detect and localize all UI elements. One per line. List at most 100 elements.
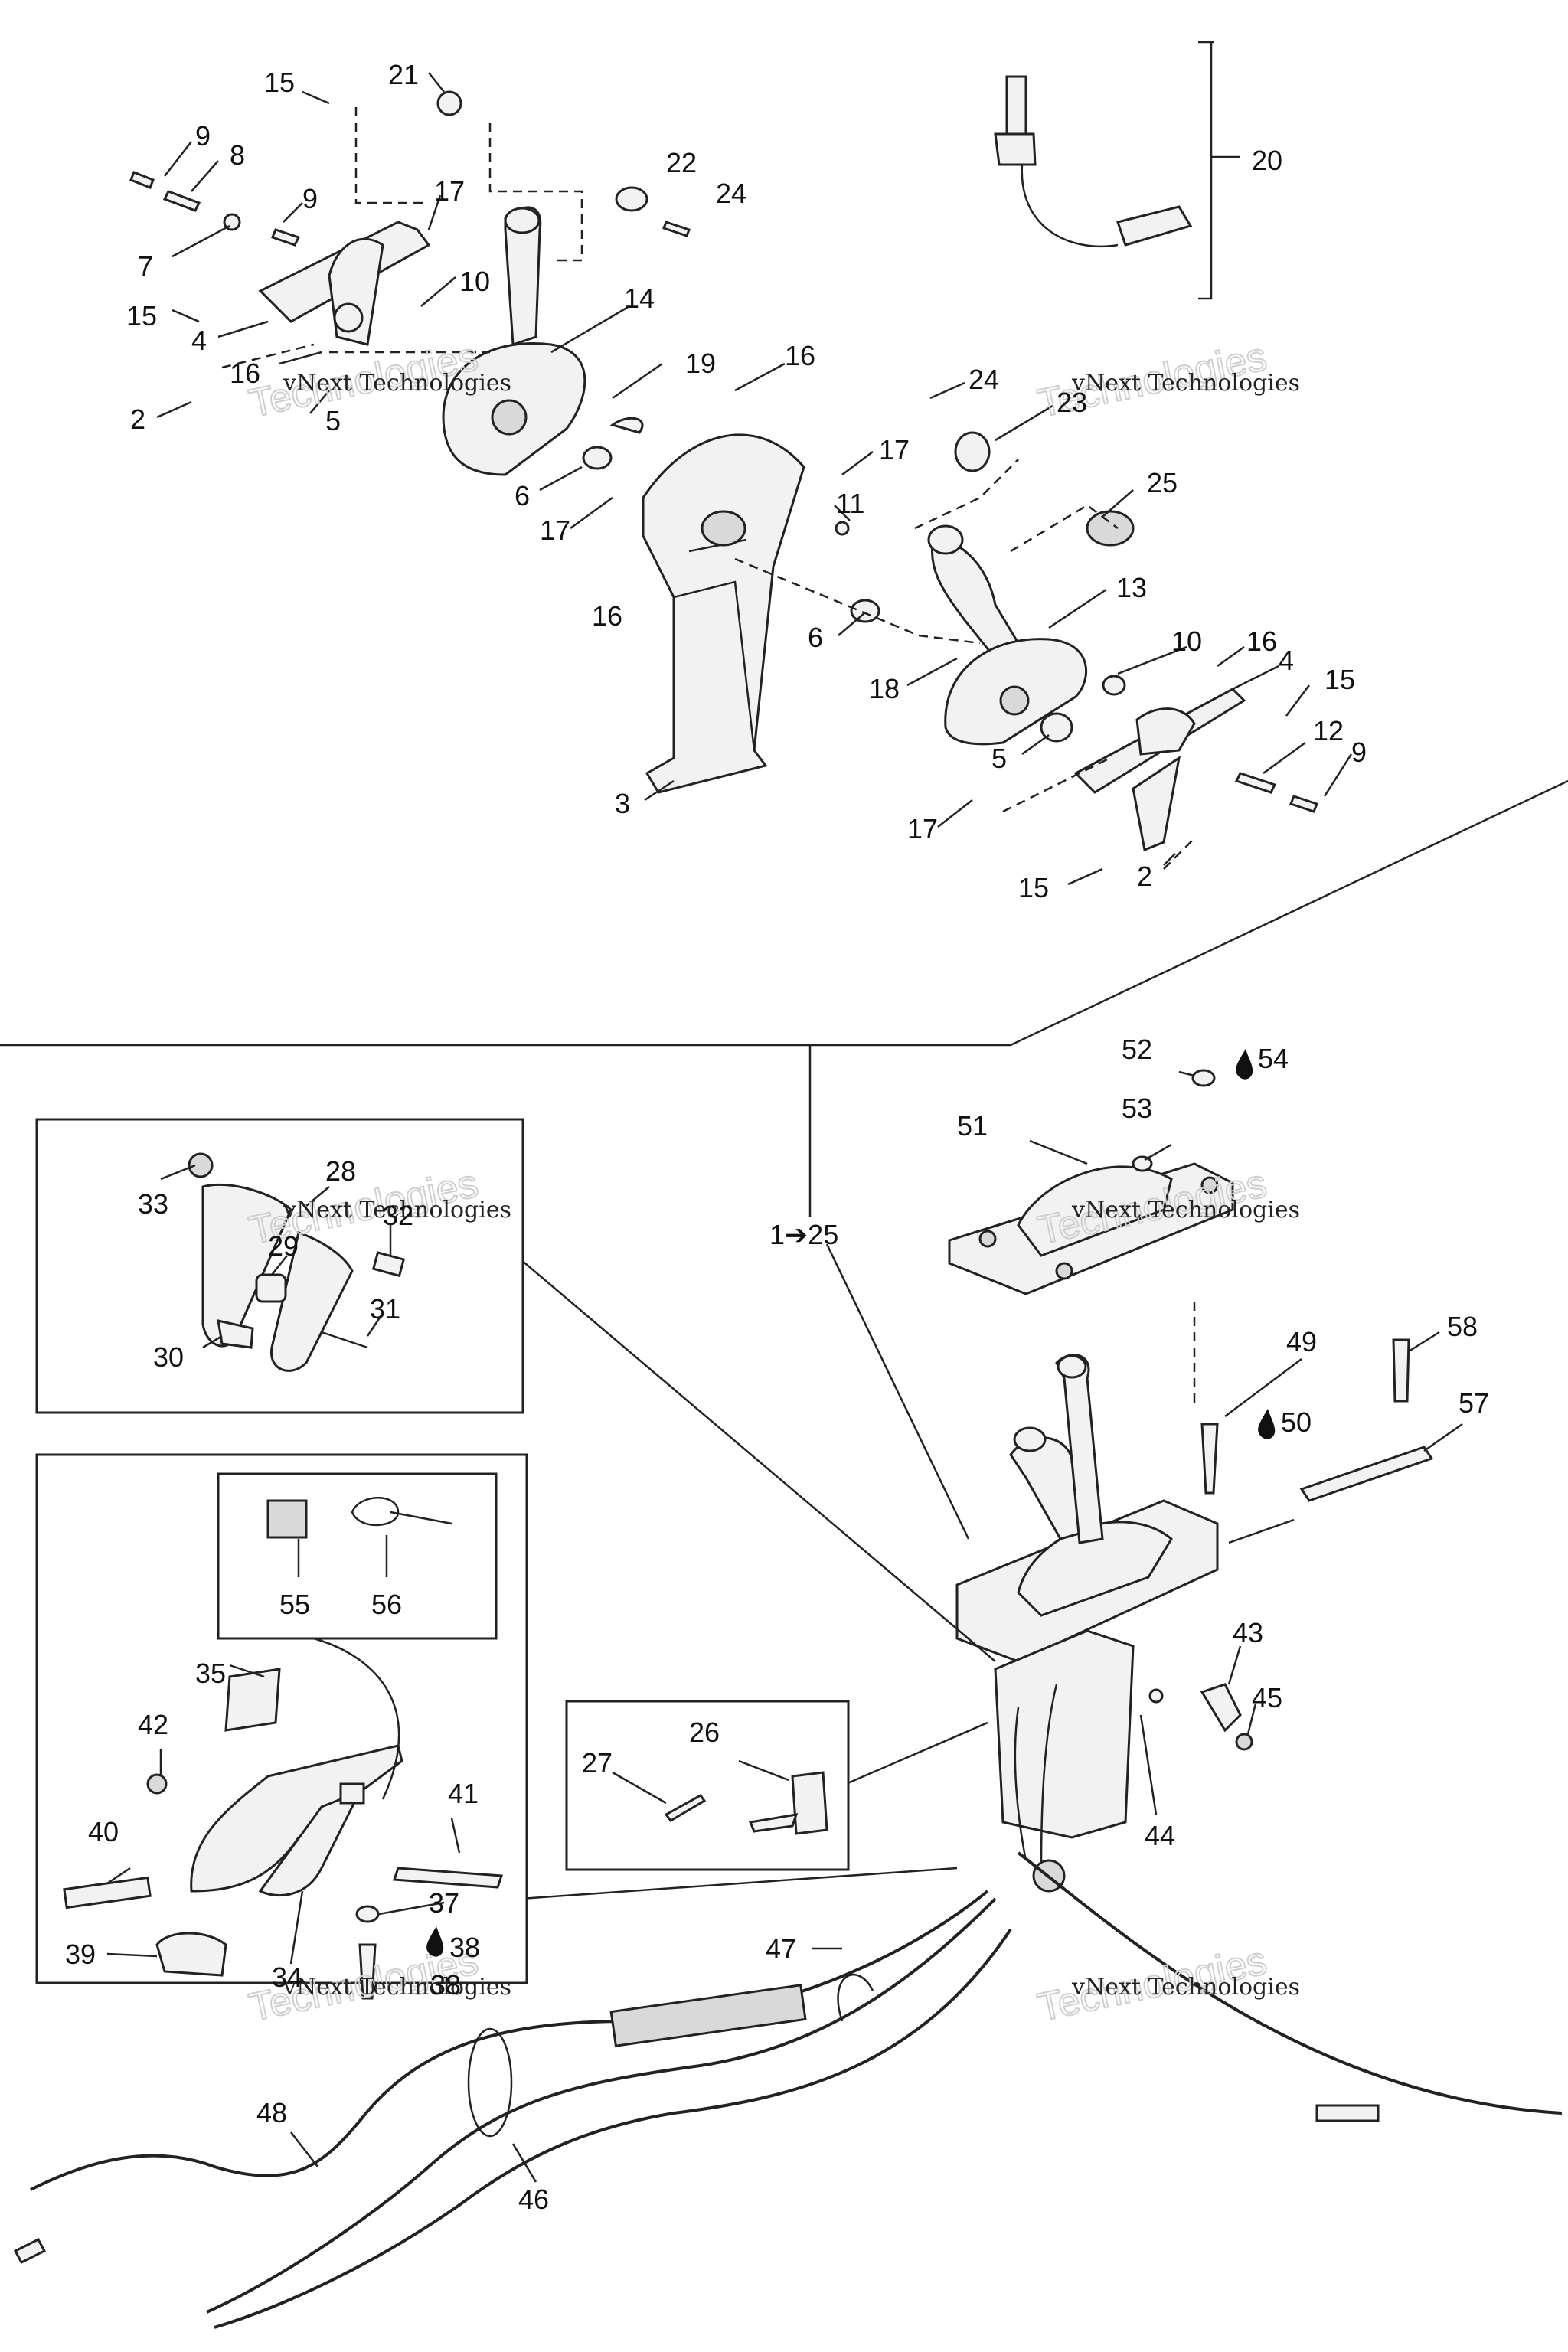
part-label: 9 — [195, 120, 211, 152]
part-label: 54 — [1258, 1043, 1289, 1074]
screw-44-head — [1148, 1688, 1164, 1704]
tie-mount-55 — [266, 1499, 308, 1539]
part-label: 49 — [1286, 1326, 1317, 1357]
part-label: 48 — [256, 2097, 287, 2128]
pin-27 — [664, 1794, 707, 1822]
part-label: 25 — [1147, 467, 1178, 498]
part-label: 34 — [272, 1962, 302, 1993]
part-label: 38 — [430, 1969, 461, 2001]
pin-10 — [1102, 675, 1126, 696]
part-label: 51 — [957, 1110, 988, 1142]
part-label: 7 — [138, 250, 153, 282]
part-label: 6 — [514, 480, 530, 511]
watermark-text: vNext Technologies — [283, 370, 511, 397]
part-label: 58 — [1447, 1311, 1478, 1342]
part-label: 28 — [325, 1155, 356, 1187]
upper-leader-lines — [156, 72, 1353, 886]
part-label: 1➔25 — [769, 1219, 838, 1250]
part-label: 19 — [685, 348, 716, 379]
plate-57 — [1299, 1446, 1434, 1502]
plate-26 — [791, 1771, 828, 1835]
part-label: 45 — [1252, 1682, 1282, 1713]
screw-49 — [1200, 1423, 1219, 1494]
nut-42 — [146, 1773, 168, 1795]
part-label: 30 — [153, 1341, 184, 1373]
set-screw-9 — [129, 171, 155, 189]
part-label: 52 — [1122, 1034, 1152, 1065]
part-label: 9 — [302, 183, 318, 214]
watermarks: vNext Technologies vNext Technologies vN… — [283, 370, 1300, 2001]
lower-leader-lines — [290, 1070, 1463, 2183]
trim-sender-20 — [994, 75, 1193, 248]
part-label: 37 — [429, 1887, 459, 1919]
part-label: 21 — [388, 59, 419, 90]
washer-22 — [615, 186, 648, 212]
part-label: 39 — [65, 1939, 96, 1970]
part-label: 29 — [268, 1230, 299, 1262]
part-label: 17 — [434, 175, 465, 207]
tie-strap-47 — [837, 1974, 874, 2022]
drop-icon — [1236, 1049, 1253, 1080]
part-label: 50 — [1281, 1406, 1312, 1438]
cap-21 — [436, 90, 462, 116]
part-label: 15 — [126, 300, 157, 332]
washer-37 — [355, 1905, 380, 1923]
part-label: 10 — [1171, 626, 1202, 657]
part-label: 35 — [195, 1658, 226, 1689]
part-label: 47 — [766, 1933, 796, 1965]
spring-12 — [1234, 772, 1277, 794]
part-label: 44 — [1145, 1820, 1175, 1851]
part-label: 53 — [1122, 1093, 1152, 1124]
part-label: 32 — [383, 1200, 413, 1231]
screw-38 — [358, 1943, 377, 2000]
part-label: 42 — [138, 1709, 168, 1740]
inset-box-28-33 — [35, 1118, 524, 1414]
part-label: 55 — [279, 1589, 310, 1620]
drop-icon — [426, 1926, 444, 1957]
part-label: 6 — [808, 622, 823, 653]
part-label: 17 — [540, 514, 570, 546]
ring-19 — [609, 416, 644, 434]
part-label: 14 — [624, 283, 655, 314]
part-label: 15 — [1325, 664, 1355, 695]
part-label: 2 — [1137, 861, 1152, 892]
tie-strap-46 — [467, 2027, 513, 2138]
part-label: 46 — [518, 2184, 549, 2215]
pin-40 — [63, 1876, 152, 1909]
upper-exploded-assembly — [129, 75, 1318, 852]
control-base-stand — [642, 433, 805, 794]
cable-sleeve — [609, 1984, 807, 2047]
set-screw-9b — [271, 228, 301, 247]
cable-end-fitting — [1315, 2104, 1380, 2122]
part-label: 15 — [264, 67, 295, 98]
watermark-text: vNext Technologies — [1071, 1974, 1300, 2001]
part-label: 31 — [370, 1293, 400, 1325]
plug-25 — [1086, 510, 1135, 547]
screw-24-top — [662, 220, 691, 237]
part-label: 3 — [615, 788, 630, 819]
part-label: 5 — [991, 743, 1007, 774]
watermark-text: vNext Technologies — [283, 1974, 511, 2001]
bolt-41 — [392, 1867, 504, 1889]
part-label: 16 — [230, 358, 260, 389]
part-labels: 15 21 9 8 22 24 9 17 7 10 15 14 4 16 19 … — [65, 59, 1489, 2215]
watermark-text: vNext Technologies — [1071, 370, 1300, 397]
part-label: 17 — [879, 434, 910, 466]
bracket-34 — [190, 1744, 403, 1893]
part-label: 12 — [1313, 715, 1344, 746]
part-label: 18 — [869, 673, 900, 704]
pin-11 — [835, 521, 850, 536]
pad-35 — [224, 1668, 281, 1732]
part-label: 5 — [325, 405, 341, 436]
part-label: 11 — [836, 488, 864, 519]
part-label: 17 — [907, 813, 938, 844]
clamp-39 — [155, 1932, 227, 1977]
part-label: 57 — [1459, 1387, 1489, 1419]
bushing-23 — [954, 431, 991, 472]
nut-45 — [1235, 1733, 1253, 1751]
part-label: 24 — [969, 364, 999, 395]
part-label: 4 — [191, 325, 207, 356]
part-label: 8 — [230, 139, 245, 171]
screw-52 — [1191, 1069, 1216, 1087]
part-label: 16 — [785, 340, 815, 371]
